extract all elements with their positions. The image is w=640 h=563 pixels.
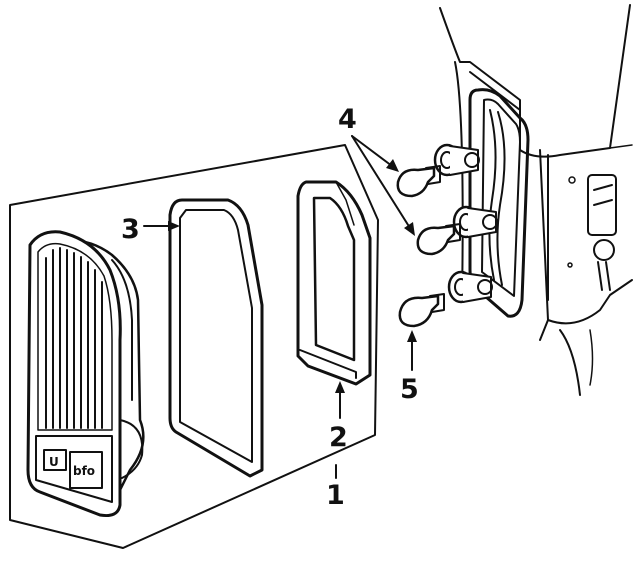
seal-frame — [296, 180, 372, 386]
tail-lamp-lens: U bfo — [26, 230, 145, 517]
bulb-top — [396, 165, 441, 198]
callout-3: 3 — [121, 214, 140, 245]
socket-middle — [452, 205, 498, 239]
socket-top — [433, 143, 480, 177]
callout-1: 1 — [326, 480, 345, 511]
bulb-sockets — [433, 143, 498, 304]
socket-bottom — [447, 270, 493, 304]
bulb-middle — [416, 223, 461, 256]
callout-labels: 1 2 3 4 5 — [121, 104, 419, 511]
vehicle-rear-body — [439, 4, 633, 396]
leader-lines — [143, 135, 417, 479]
assembly-outline — [9, 144, 379, 549]
lens-ribs — [45, 247, 103, 429]
callout-4: 4 — [338, 104, 357, 135]
callout-2: 2 — [329, 422, 348, 453]
callout-5: 5 — [400, 374, 419, 405]
lens-mark-left: U — [49, 455, 59, 469]
bulb-bottom — [398, 293, 445, 328]
lens-mark-right: bfo — [73, 464, 95, 478]
bulbs — [396, 165, 461, 328]
lens-gasket — [168, 198, 264, 478]
